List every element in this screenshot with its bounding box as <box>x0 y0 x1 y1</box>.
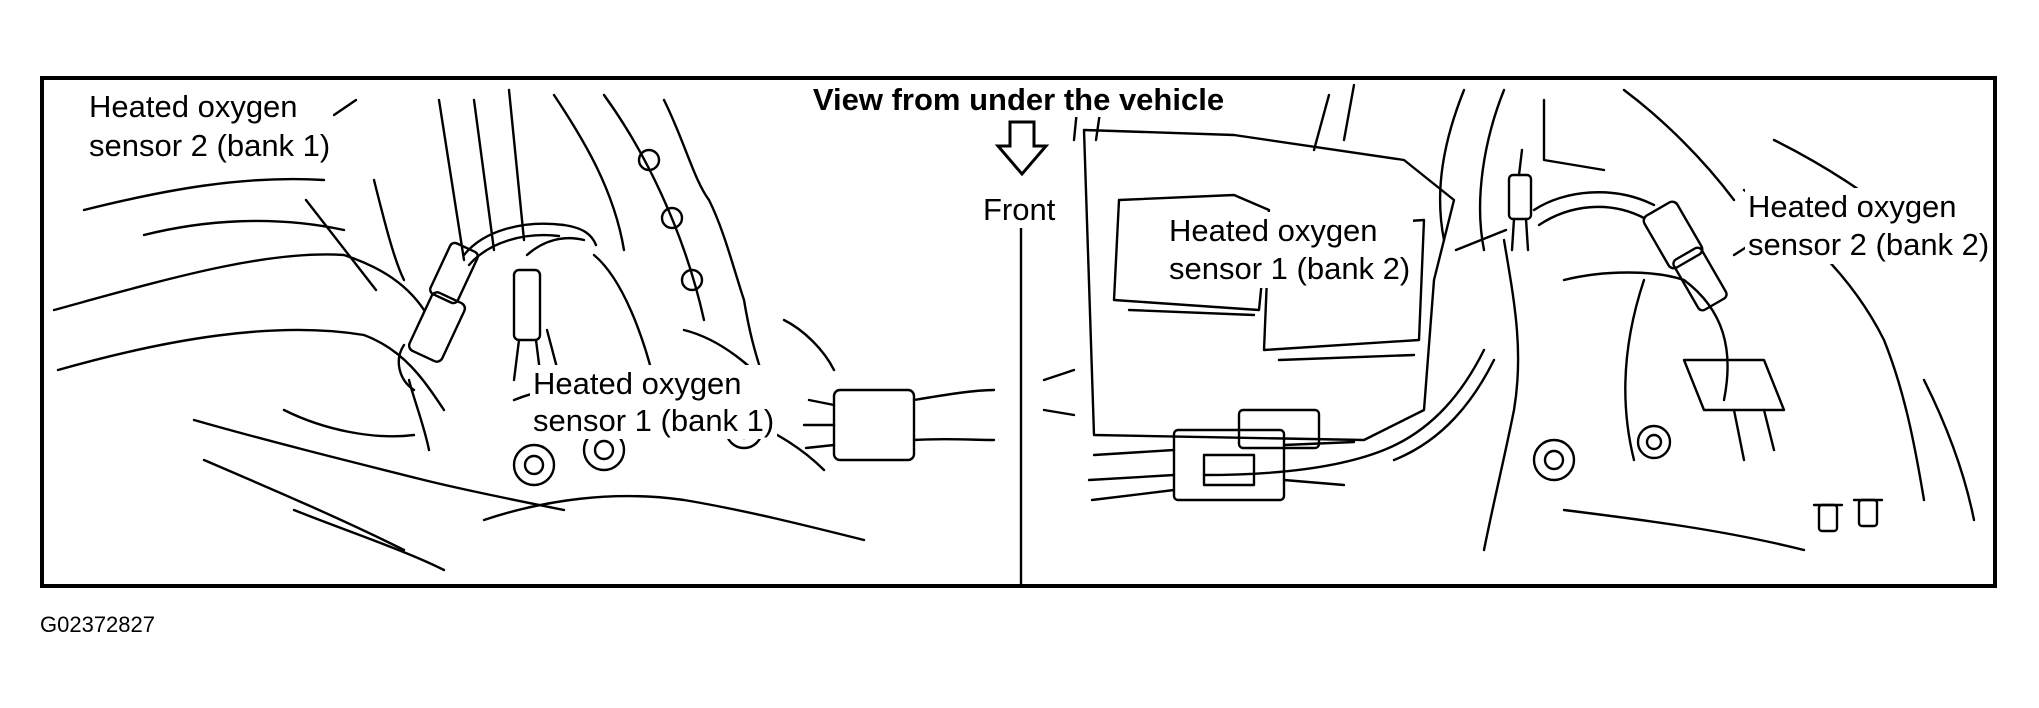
callout-line-2: sensor 2 (bank 2) <box>1748 227 1990 262</box>
callout-line-2: sensor 1 (bank 1) <box>533 403 775 438</box>
sensor-1-bank-1-shape <box>512 236 656 382</box>
callout-sensor-1-bank-1: Heated oxygen sensor 1 (bank 1) <box>530 365 778 439</box>
sensor-2-bank-2-shape <box>1532 191 1728 312</box>
sensor-1-bank-2-shape <box>1507 148 1533 252</box>
bank-2-view <box>1042 83 1976 552</box>
callout-line-1: Heated oxygen <box>1169 213 1378 248</box>
callout-line-1: Heated oxygen <box>533 366 742 401</box>
figure-id: G02372827 <box>40 612 155 637</box>
sensor-2-bank-1-shape <box>397 222 598 452</box>
bank-1-view <box>52 88 996 572</box>
callout-sensor-1-bank-2: Heated oxygen sensor 1 (bank 2) <box>1166 212 1414 288</box>
callout-line-2: sensor 1 (bank 2) <box>1169 251 1411 286</box>
callout-line-1: Heated oxygen <box>1748 189 1957 224</box>
bank-2-connector-shape <box>1087 428 1356 502</box>
front-label: Front <box>980 191 1059 228</box>
down-arrow-icon <box>994 120 1050 177</box>
view-title: View from under the vehicle <box>44 82 1993 118</box>
callout-line-2: sensor 2 (bank 1) <box>89 128 331 163</box>
diagram-frame: View from under the vehicle Front Heated… <box>40 76 1997 588</box>
engine-underside-illustration <box>52 83 1976 584</box>
callout-line-1: Heated oxygen <box>89 89 298 124</box>
bank-1-connector-shape <box>802 388 996 462</box>
bolt-shapes-right <box>1532 424 1884 533</box>
callout-sensor-2-bank-2: Heated oxygen sensor 2 (bank 2) <box>1745 188 1993 264</box>
callout-sensor-2-bank-1: Heated oxygen sensor 2 (bank 1) <box>86 87 334 165</box>
